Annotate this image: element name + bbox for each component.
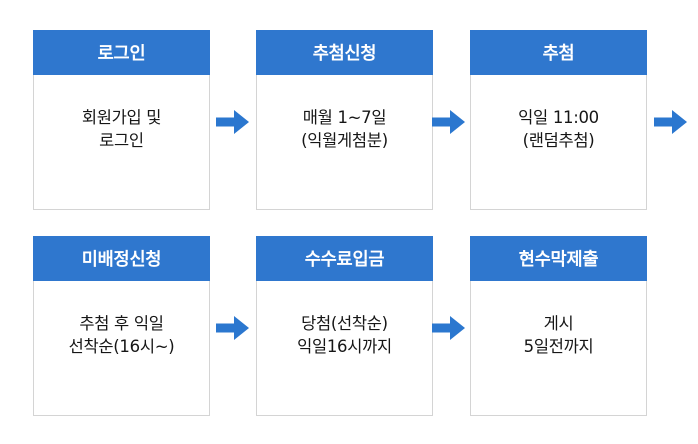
step-card-apply-body-text: 매월 1~7일 (익월게첨분) <box>301 107 388 150</box>
step-card-submit-header: 현수막제출 <box>470 236 647 281</box>
arrow-right-icon-apply-to-draw <box>432 107 466 137</box>
step-card-draw-body: 익일 11:00 (랜덤추첨) <box>471 75 646 209</box>
step-card-fee-header: 수수료입금 <box>256 236 433 281</box>
step-card-draw-body-text: 익일 11:00 (랜덤추첨) <box>518 107 599 150</box>
arrow-right-icon-draw-to-next <box>654 107 688 137</box>
arrow-right-icon-login-to-apply <box>216 107 250 137</box>
step-card-submit-body-text: 게시 5일전까지 <box>523 313 594 356</box>
flow-row-bottom: 미배정신청 추첨 후 익일 선착순(16시~) 수수료입금 당첨(선착순) 익일… <box>0 236 698 416</box>
step-card-apply-body: 매월 1~7일 (익월게첨분) <box>257 75 432 209</box>
step-card-login-body-text: 회원가입 및 로그인 <box>81 107 162 150</box>
step-card-draw[interactable]: 추첨 익일 11:00 (랜덤추첨) <box>470 30 647 210</box>
step-card-unassigned[interactable]: 미배정신청 추첨 후 익일 선착순(16시~) <box>33 236 210 416</box>
step-card-login-header: 로그인 <box>33 30 210 75</box>
step-card-draw-header: 추첨 <box>470 30 647 75</box>
arrow-right-icon-fee-to-submit <box>432 313 466 343</box>
step-card-fee-body: 당첨(선착순) 익일16시까지 <box>257 281 432 415</box>
step-card-login[interactable]: 로그인 회원가입 및 로그인 <box>33 30 210 210</box>
step-card-apply-header: 추첨신청 <box>256 30 433 75</box>
step-card-unassigned-body-text: 추첨 후 익일 선착순(16시~) <box>68 313 175 356</box>
step-card-login-body: 회원가입 및 로그인 <box>34 75 209 209</box>
step-card-fee-body-text: 당첨(선착순) 익일16시까지 <box>297 313 392 356</box>
step-card-fee[interactable]: 수수료입금 당첨(선착순) 익일16시까지 <box>256 236 433 416</box>
arrow-right-icon-unassigned-to-fee <box>216 313 250 343</box>
step-card-submit[interactable]: 현수막제출 게시 5일전까지 <box>470 236 647 416</box>
step-card-unassigned-body: 추첨 후 익일 선착순(16시~) <box>34 281 209 415</box>
step-card-unassigned-header: 미배정신청 <box>33 236 210 281</box>
flow-row-top: 로그인 회원가입 및 로그인 추첨신청 매월 1~7일 (익월게첨분) 추첨 <box>0 30 698 210</box>
step-card-apply[interactable]: 추첨신청 매월 1~7일 (익월게첨분) <box>256 30 433 210</box>
step-card-submit-body: 게시 5일전까지 <box>471 281 646 415</box>
